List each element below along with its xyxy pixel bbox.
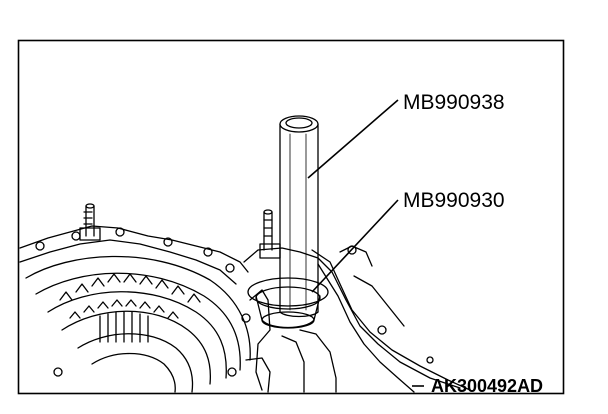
installer-mb990930 xyxy=(247,277,329,329)
label-mb990930: MB990930 xyxy=(403,189,505,212)
handle-mb990938 xyxy=(279,115,319,318)
transaxle-case-drawing xyxy=(19,115,471,393)
label-mb990938: MB990938 xyxy=(403,91,505,114)
stud-bolts xyxy=(79,203,281,259)
leader-mb990938 xyxy=(307,99,399,179)
case-housing xyxy=(241,245,471,393)
leader-lines xyxy=(307,99,424,387)
clutch-drum xyxy=(19,225,251,393)
leader-mb990930 xyxy=(311,199,399,293)
figure-id: AK300492AD xyxy=(431,376,543,396)
figure-frame xyxy=(17,39,565,395)
